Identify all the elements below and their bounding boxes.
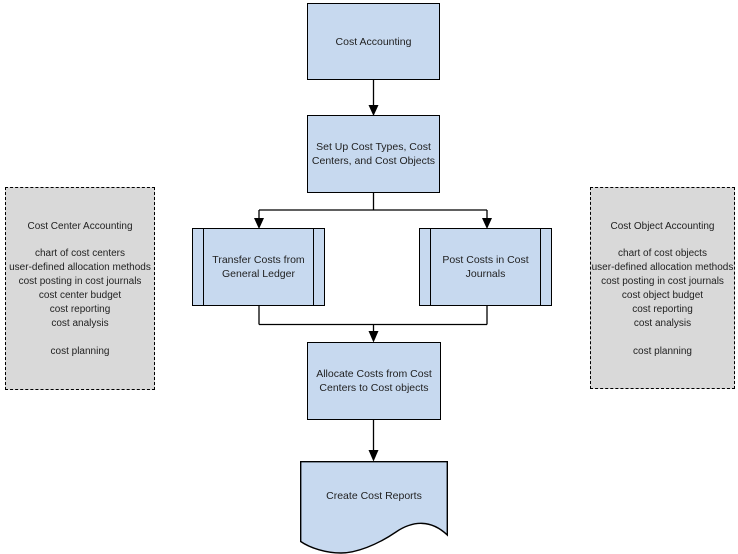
node-label: Allocate Costs from Cost: [316, 368, 432, 380]
node-allocate-costs: Allocate Costs from Cost Centers to Cost…: [307, 342, 441, 420]
node-post-costs: Post Costs in Cost Journals: [419, 228, 552, 306]
panel-item: cost center budget: [38, 290, 122, 301]
predefined-process-bar-left: [203, 229, 204, 305]
panel-item: cost posting in cost journals: [601, 276, 724, 287]
node-label: Journals: [465, 268, 506, 280]
panel-item: cost analysis: [633, 318, 692, 329]
node-setup-cost-types: Set Up Cost Types, Cost Centers, and Cos…: [307, 115, 440, 193]
panel-item: cost reporting: [49, 304, 111, 315]
node-label: Centers to Cost objects: [319, 382, 429, 394]
panel-item: cost planning: [633, 346, 692, 357]
panel-item: chart of cost centers: [34, 248, 126, 259]
predefined-process-bar-left: [430, 229, 431, 305]
predefined-process-bar-right: [313, 229, 314, 305]
panel-title: Cost Center Accounting: [27, 221, 133, 232]
predefined-process-bar-right: [540, 229, 541, 305]
node-label: Transfer Costs from: [212, 254, 305, 266]
panel-item: cost planning: [50, 346, 110, 357]
node-create-cost-reports: Create Cost Reports: [300, 461, 448, 554]
node-label: Post Costs in Cost: [442, 254, 529, 266]
node-label: Cost Accounting: [335, 35, 412, 48]
node-label: Create Cost Reports: [326, 490, 422, 502]
node-label: Centers, and Cost Objects: [311, 155, 436, 167]
document-shape: [300, 461, 448, 554]
panel-item: chart of cost objects: [618, 248, 707, 259]
panel-title: Cost Object Accounting: [610, 221, 715, 232]
panel-cost-object-accounting: Cost Object Accounting chart of cost obj…: [590, 187, 735, 389]
panel-item: user-defined allocation methods: [591, 262, 734, 273]
node-cost-accounting: Cost Accounting: [307, 3, 440, 80]
panel-cost-center-accounting: Cost Center Accounting chart of cost cen…: [5, 187, 155, 390]
panel-item: cost object budget: [621, 290, 704, 301]
panel-item: cost analysis: [51, 318, 109, 329]
node-transfer-costs: Transfer Costs from General Ledger: [192, 228, 325, 306]
node-label: Set Up Cost Types, Cost: [316, 141, 431, 153]
panel-item: user-defined allocation methods: [9, 262, 151, 273]
panel-item: cost posting in cost journals: [18, 276, 142, 287]
panel-item: cost reporting: [632, 304, 693, 315]
node-label: General Ledger: [222, 268, 295, 280]
